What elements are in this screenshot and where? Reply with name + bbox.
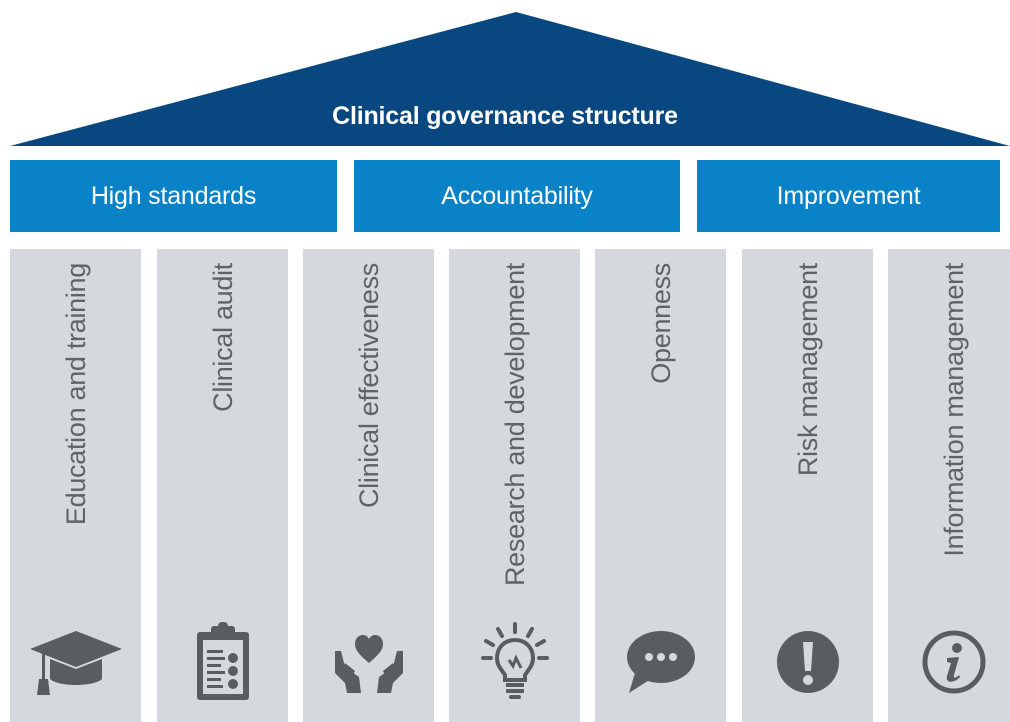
beam-high-standards: High standards xyxy=(10,160,337,232)
graduation-cap-icon xyxy=(10,617,141,707)
pillar-research-and-development: Research and development xyxy=(449,249,580,722)
beam-label: High standards xyxy=(90,181,257,210)
exclamation-icon xyxy=(742,617,873,707)
pillar-clinical-audit: Clinical audit xyxy=(157,249,288,722)
pillar-label: Education and training xyxy=(60,263,91,526)
pillar-label: Clinical audit xyxy=(207,263,238,412)
pillar-label: Openness xyxy=(645,263,676,384)
beam-improvement: Improvement xyxy=(697,160,1000,232)
clipboard-checklist-icon xyxy=(157,617,288,707)
roof-triangle xyxy=(10,12,1010,146)
beam-label: Improvement xyxy=(776,181,921,210)
lightbulb-icon xyxy=(449,617,580,707)
pillar-label: Research and development xyxy=(499,263,530,587)
beam-accountability: Accountability xyxy=(354,160,680,232)
pillar-openness: Openness xyxy=(595,249,726,722)
speech-bubble-icon xyxy=(595,617,726,707)
pillar-information-management: Information management xyxy=(888,249,1010,722)
pillar-risk-management: Risk management xyxy=(742,249,873,722)
pillar-label: Risk management xyxy=(792,263,823,477)
pillar-education-and-training: Education and training xyxy=(10,249,141,722)
information-icon xyxy=(888,617,1010,707)
pillar-clinical-effectiveness: Clinical effectiveness xyxy=(303,249,434,722)
pillar-label: Information management xyxy=(938,263,969,557)
heart-in-hands-icon xyxy=(303,617,434,707)
roof-title: Clinical governance structure xyxy=(332,102,678,130)
beam-label: Accountability xyxy=(441,181,593,210)
pillar-label: Clinical effectiveness xyxy=(353,263,384,509)
